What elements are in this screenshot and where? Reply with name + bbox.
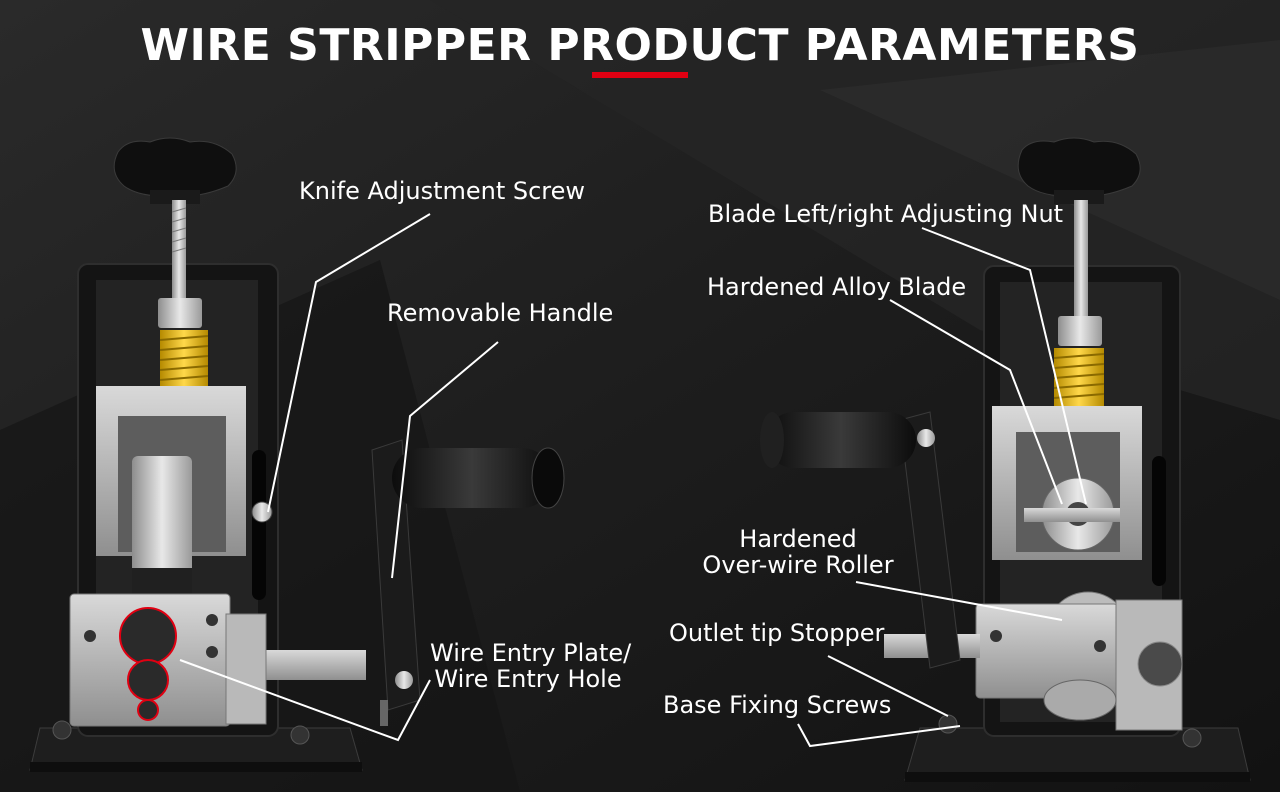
knob bbox=[113, 137, 237, 197]
label-base-fixing-screws: Base Fixing Screws bbox=[663, 691, 892, 719]
callout-lines bbox=[179, 213, 1087, 748]
base-screw bbox=[938, 714, 958, 734]
callout-line-roller bbox=[855, 581, 1063, 621]
callout-line-knife-adjustment-screw bbox=[267, 213, 431, 513]
label-wire-entry: Wire Entry Plate/ Wire Entry Hole bbox=[430, 639, 632, 693]
knife-screw-head bbox=[251, 501, 273, 523]
label-roller: Hardened Over-wire Roller bbox=[698, 526, 898, 578]
wire-entry-hole bbox=[137, 699, 159, 721]
base-screw bbox=[1182, 728, 1202, 748]
label-roller-line1: Hardened bbox=[739, 525, 857, 553]
callout-line-removable-handle bbox=[391, 341, 499, 579]
adjust-screw bbox=[1074, 200, 1088, 320]
title-accent-underline bbox=[592, 72, 688, 78]
callout-line-blade-adjusting-nut bbox=[921, 227, 1087, 505]
label-blade-adjusting-nut: Blade Left/right Adjusting Nut bbox=[708, 200, 1064, 228]
handle-grip bbox=[392, 448, 552, 508]
page-title: WIRE STRIPPER PRODUCT PARAMETERS bbox=[140, 20, 1140, 71]
label-wire-entry-line2: Wire Entry Hole bbox=[434, 665, 622, 693]
label-hardened-alloy-blade: Hardened Alloy Blade bbox=[707, 273, 967, 301]
base-screw bbox=[52, 720, 72, 740]
callout-line-base-fixing-screws bbox=[797, 723, 961, 748]
left-stripper-machine bbox=[29, 137, 565, 772]
callout-line-wire-entry bbox=[179, 659, 431, 742]
base-screw bbox=[290, 725, 310, 745]
callout-line-outlet-tip-stopper bbox=[827, 655, 949, 717]
label-knife-adjustment-screw: Knife Adjustment Screw bbox=[299, 177, 586, 205]
drive-shaft bbox=[256, 650, 366, 680]
knob bbox=[1017, 137, 1141, 197]
label-wire-entry-line1: Wire Entry Plate/ bbox=[430, 639, 632, 667]
callout-line-hardened-alloy-blade bbox=[889, 299, 1063, 505]
label-outlet-tip-stopper: Outlet tip Stopper bbox=[669, 619, 885, 647]
label-roller-line2: Over-wire Roller bbox=[702, 551, 894, 579]
label-removable-handle: Removable Handle bbox=[387, 299, 614, 327]
handle-arm bbox=[899, 411, 961, 669]
wire-entry-hole bbox=[119, 607, 177, 665]
handle-grip bbox=[766, 412, 916, 468]
wire-entry-hole bbox=[127, 659, 169, 701]
right-stripper-machine bbox=[760, 137, 1251, 782]
